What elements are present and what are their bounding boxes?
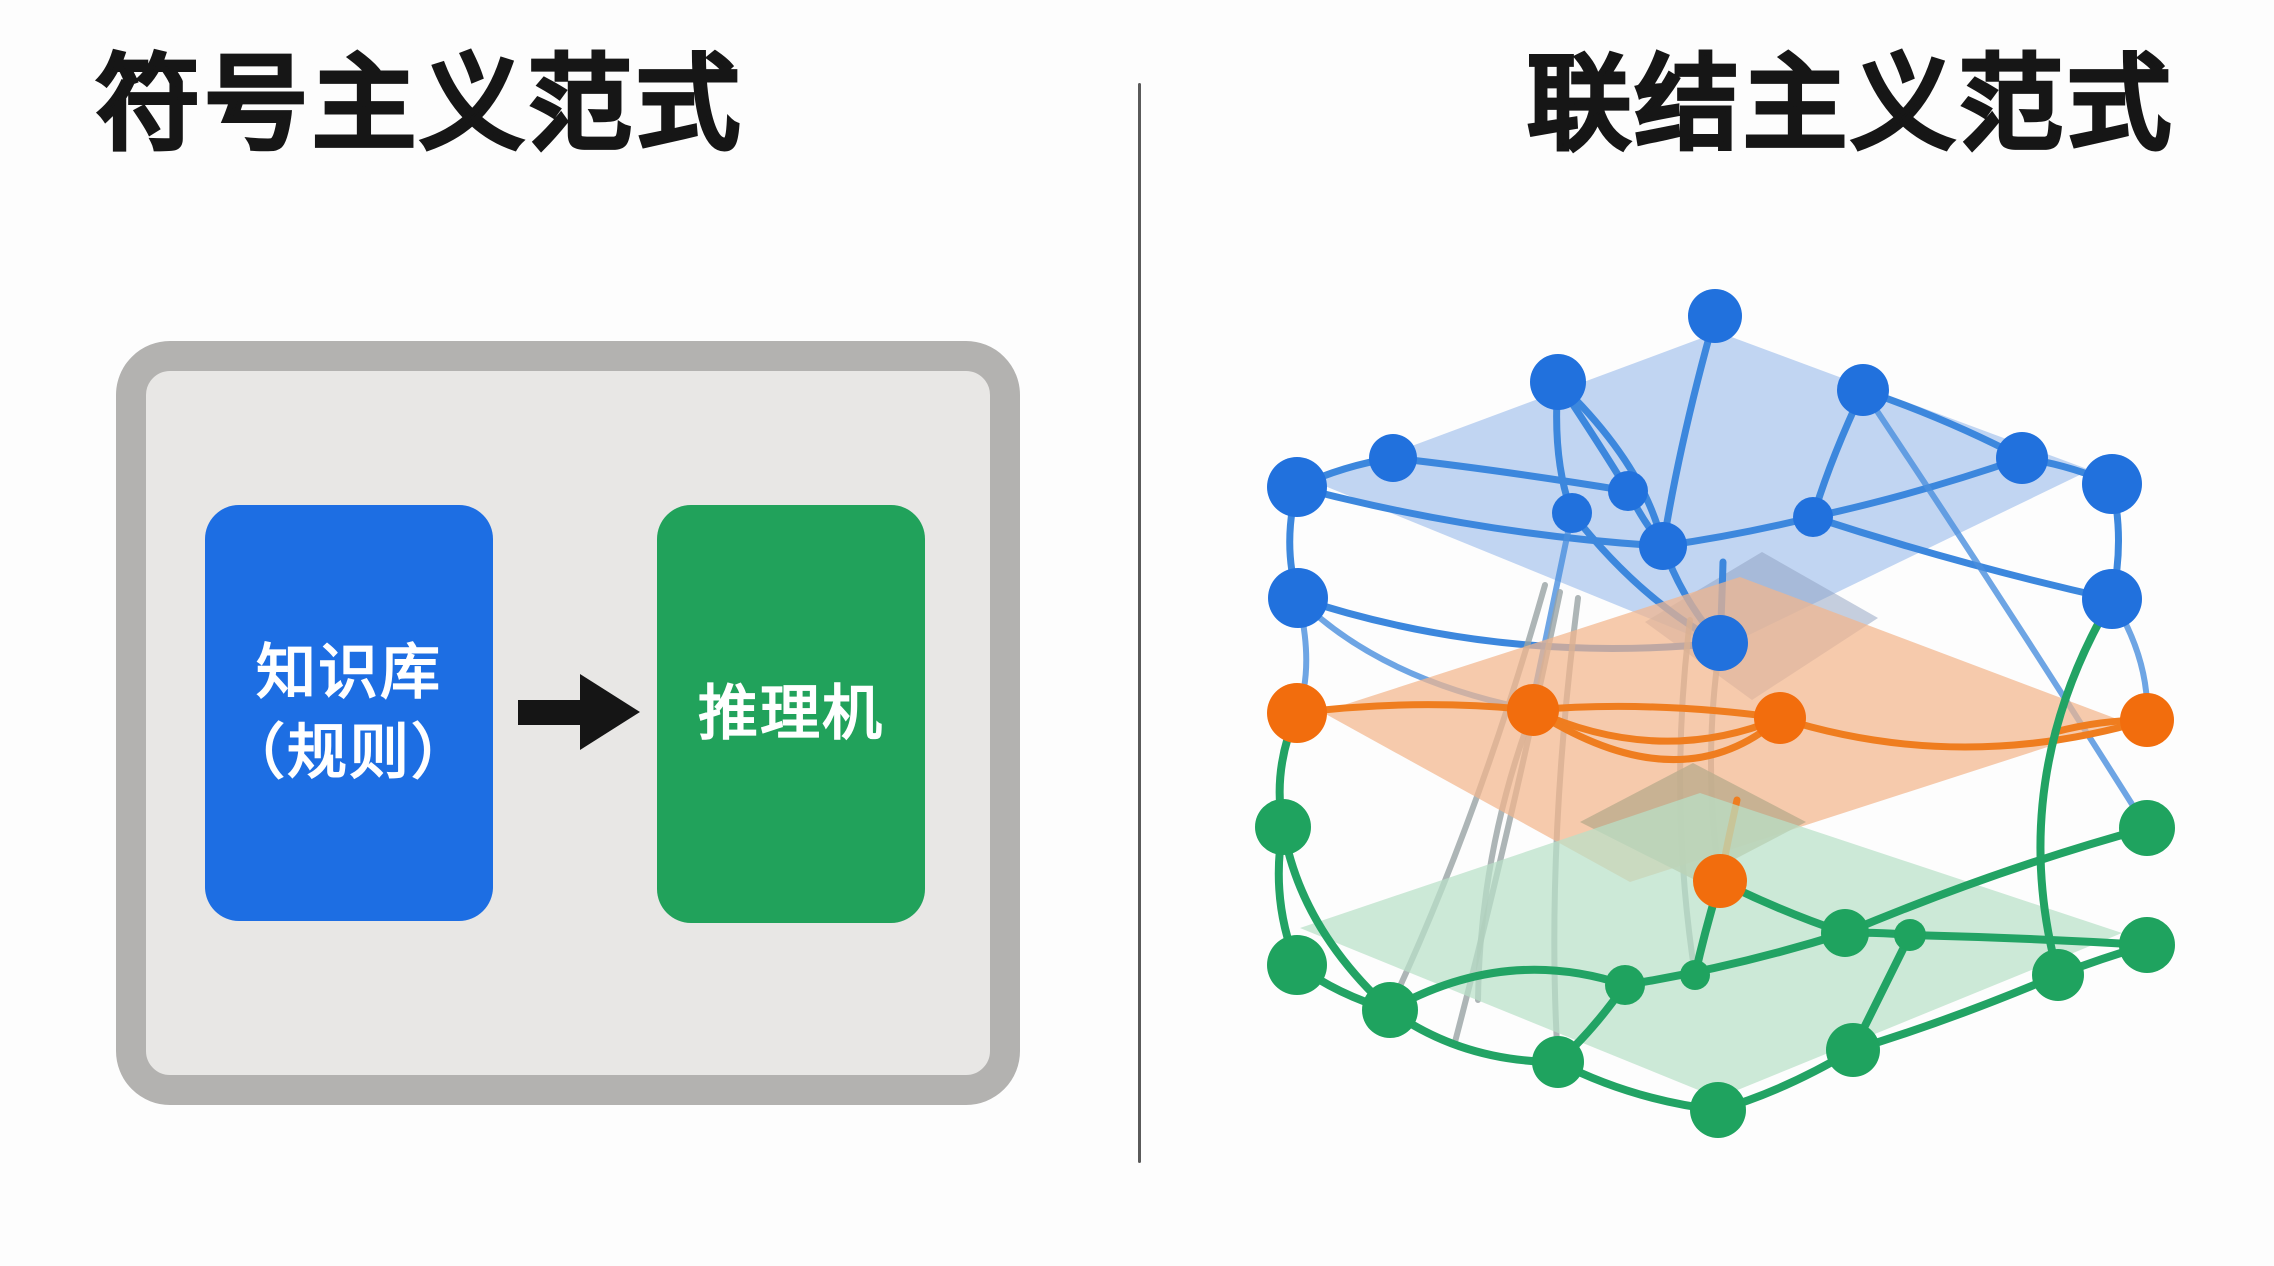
network-node-blue bbox=[2082, 454, 2142, 514]
network-node-blue bbox=[1688, 289, 1742, 343]
network-edge-green_main bbox=[1906, 931, 2151, 949]
network-edge-green_main bbox=[1621, 929, 1849, 989]
network-edge-blue_main bbox=[1293, 483, 1667, 550]
network-node-blue bbox=[1267, 457, 1327, 517]
network-node-blue bbox=[1793, 497, 1833, 537]
arrow-head bbox=[580, 674, 640, 750]
network-node-green bbox=[2032, 949, 2084, 1001]
network-node-green bbox=[2119, 800, 2175, 856]
network-node-green bbox=[1821, 909, 1869, 957]
symbolic-paradigm-title: 符号主义范式 bbox=[95, 46, 745, 163]
network-node-orange bbox=[1507, 684, 1559, 736]
network-edge-orange_main bbox=[1529, 706, 1784, 745]
arrow-shaft bbox=[518, 700, 586, 725]
network-edge-blue_main bbox=[1389, 454, 1632, 495]
network-edge-blue_desc bbox=[1860, 387, 2150, 831]
network-node-orange bbox=[1693, 854, 1747, 908]
network-node-green bbox=[1605, 965, 1645, 1005]
inference-engine-label: 推理机 bbox=[698, 680, 884, 747]
network-node-green bbox=[1826, 1023, 1880, 1077]
network-node-blue bbox=[1837, 364, 1889, 416]
network-edge-green_main bbox=[1386, 965, 1629, 1014]
network-node-green bbox=[1690, 1082, 1746, 1138]
layer-plane-blue bbox=[1315, 332, 2090, 648]
network-node-blue bbox=[1369, 434, 1417, 482]
knowledge-base-box: 知识库 （规则） bbox=[205, 505, 493, 921]
network-node-green bbox=[1680, 960, 1710, 990]
network-edge-green_main bbox=[2036, 595, 2116, 979]
network-node-green bbox=[1255, 799, 1311, 855]
network-node-blue bbox=[1530, 354, 1586, 410]
network-node-orange bbox=[2120, 693, 2174, 747]
network-node-green bbox=[1532, 1036, 1584, 1088]
layer-plane-orange bbox=[1322, 577, 2125, 882]
vertical-divider bbox=[1138, 83, 1141, 1163]
network-edge-blue_main bbox=[1809, 454, 2026, 521]
layer-plane-green bbox=[1300, 793, 2122, 1098]
network-node-green bbox=[1894, 919, 1926, 951]
inference-engine-box: 推理机 bbox=[657, 505, 925, 923]
network-edge-blue_main bbox=[1659, 312, 1719, 550]
network-node-orange bbox=[1754, 692, 1806, 744]
network-node-green bbox=[1362, 982, 1418, 1038]
network-node-blue bbox=[1552, 493, 1592, 533]
network-edge-blue_main bbox=[1809, 513, 2116, 603]
network-node-green bbox=[1267, 935, 1327, 995]
network-node-blue bbox=[1692, 615, 1748, 671]
network-node-blue bbox=[1639, 522, 1687, 570]
network-node-blue bbox=[1608, 471, 1648, 511]
network-edge-orange_main bbox=[1529, 702, 1784, 722]
network-node-blue bbox=[1268, 568, 1328, 628]
arrow-right-icon bbox=[518, 672, 650, 752]
network-edge-green_main bbox=[1841, 824, 2151, 937]
network-node-orange bbox=[1267, 683, 1327, 743]
network-node-blue bbox=[1996, 432, 2048, 484]
network-node-green bbox=[2119, 917, 2175, 973]
connectionist-paradigm-title: 联结主义范式 bbox=[1526, 46, 2176, 163]
network-edge-orange_main bbox=[1776, 714, 2151, 751]
network-edge-orange_main bbox=[1529, 706, 1784, 764]
network-node-blue bbox=[2082, 569, 2142, 629]
knowledge-base-label-line1: 知识库 bbox=[256, 639, 442, 706]
knowledge-base-label-line2: （规则） bbox=[225, 719, 473, 786]
